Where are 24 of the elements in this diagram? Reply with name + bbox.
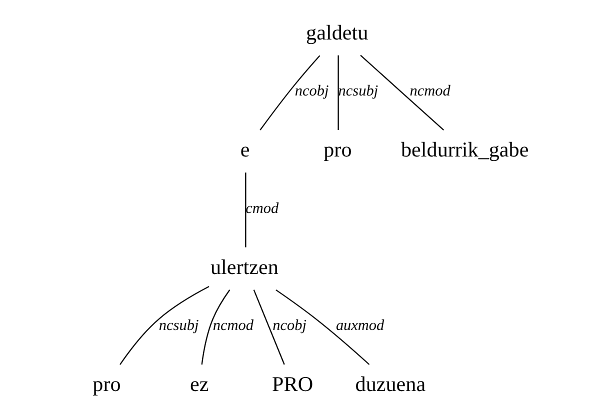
edge-label: ncobj (294, 82, 328, 100)
node-text: duzuena (354, 372, 426, 396)
node-text: galdetu (306, 20, 368, 44)
edge-label: ncsubj (158, 317, 198, 334)
connector (360, 54, 444, 130)
edge-label: ncmod (212, 317, 253, 334)
connector (252, 290, 284, 365)
node-text: e (240, 138, 250, 162)
connector (119, 286, 209, 365)
node-text: PRO (272, 372, 313, 396)
node-text: ez (189, 372, 208, 396)
connector (259, 55, 320, 130)
connector (200, 290, 230, 365)
node-text: beldurrik_gabe (400, 138, 528, 162)
edge-label: auxmod (335, 317, 384, 334)
edge-label: ncmod (409, 82, 450, 100)
edge-label: cmod (245, 200, 278, 217)
connector (275, 289, 370, 365)
node-text: ulertzen (210, 254, 278, 279)
edge-label: ncobj (272, 317, 306, 334)
connector (337, 55, 338, 130)
connector (244, 172, 246, 248)
node-text: pro (323, 138, 352, 162)
node-text: pro (92, 372, 120, 396)
